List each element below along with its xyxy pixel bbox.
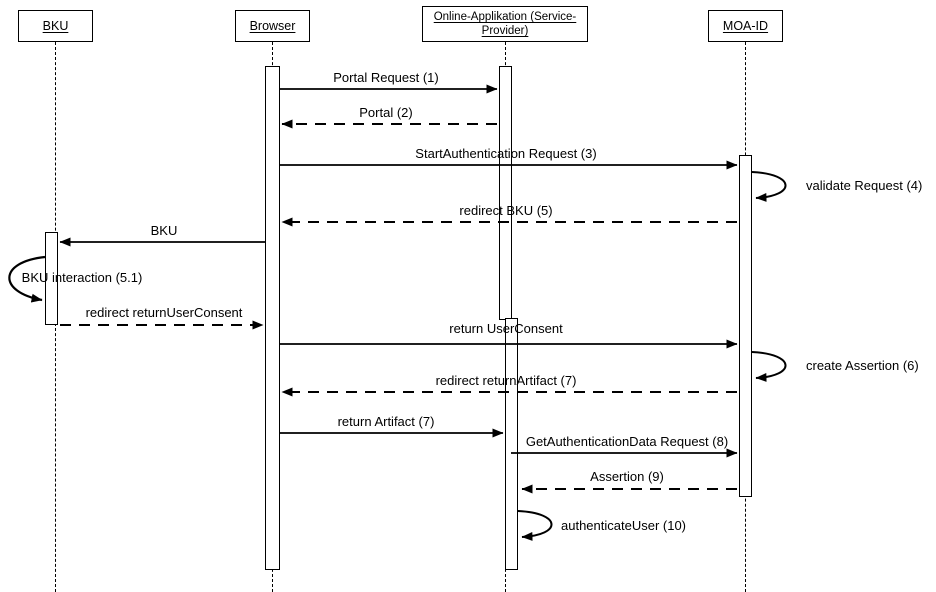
message-label-redirect-returnuserconsent: redirect returnUserConsent (85, 305, 243, 320)
activation-bar-online-applikation-2 (505, 318, 518, 570)
message-label-startauthentication-request: StartAuthentication Request (3) (415, 146, 597, 161)
participant-box-bku[interactable]: BKU (18, 10, 93, 42)
message-label-bku-interaction: BKU interaction (5.1) (21, 270, 143, 285)
message-label-portal-request: Portal Request (1) (333, 70, 439, 85)
message-label-bku: BKU (150, 223, 178, 238)
activation-bar-bku (45, 232, 58, 325)
message-label-redirect-returnartifact: redirect returnArtifact (7) (435, 373, 577, 388)
message-label-assertion: Assertion (9) (590, 469, 664, 484)
message-label-redirect-bku: redirect BKU (5) (459, 203, 553, 218)
message-label-portal: Portal (2) (359, 105, 413, 120)
message-arrow-create-assertion (751, 351, 787, 382)
message-label-return-artifact: return Artifact (7) (337, 414, 435, 429)
message-arrow-validate-request (751, 171, 787, 202)
message-label-return-userconsent: return UserConsent (449, 321, 563, 336)
participant-box-moa-id[interactable]: MOA-ID (708, 10, 783, 42)
participant-label-bku: BKU (42, 19, 69, 33)
activation-bar-online-applikation-1 (499, 66, 512, 320)
participant-label-browser: Browser (249, 19, 296, 33)
message-label-getauthenticationdata-request: GetAuthenticationData Request (8) (525, 434, 729, 449)
message-label-validate-request: validate Request (4) (806, 178, 923, 193)
message-arrow-authenticateuser (517, 510, 553, 541)
participant-label-moa-id: MOA-ID (722, 19, 769, 33)
participant-box-browser[interactable]: Browser (235, 10, 310, 42)
participant-box-online-applikation[interactable]: Online-Applikation (Service-Provider) (422, 6, 588, 42)
participant-label-online-applikation: Online-Applikation (Service-Provider) (433, 11, 577, 37)
activation-bar-moa-id (739, 155, 752, 497)
activation-bar-browser (265, 66, 280, 570)
message-label-create-assertion: create Assertion (6) (806, 358, 919, 373)
message-label-authenticateuser: authenticateUser (10) (561, 518, 687, 533)
